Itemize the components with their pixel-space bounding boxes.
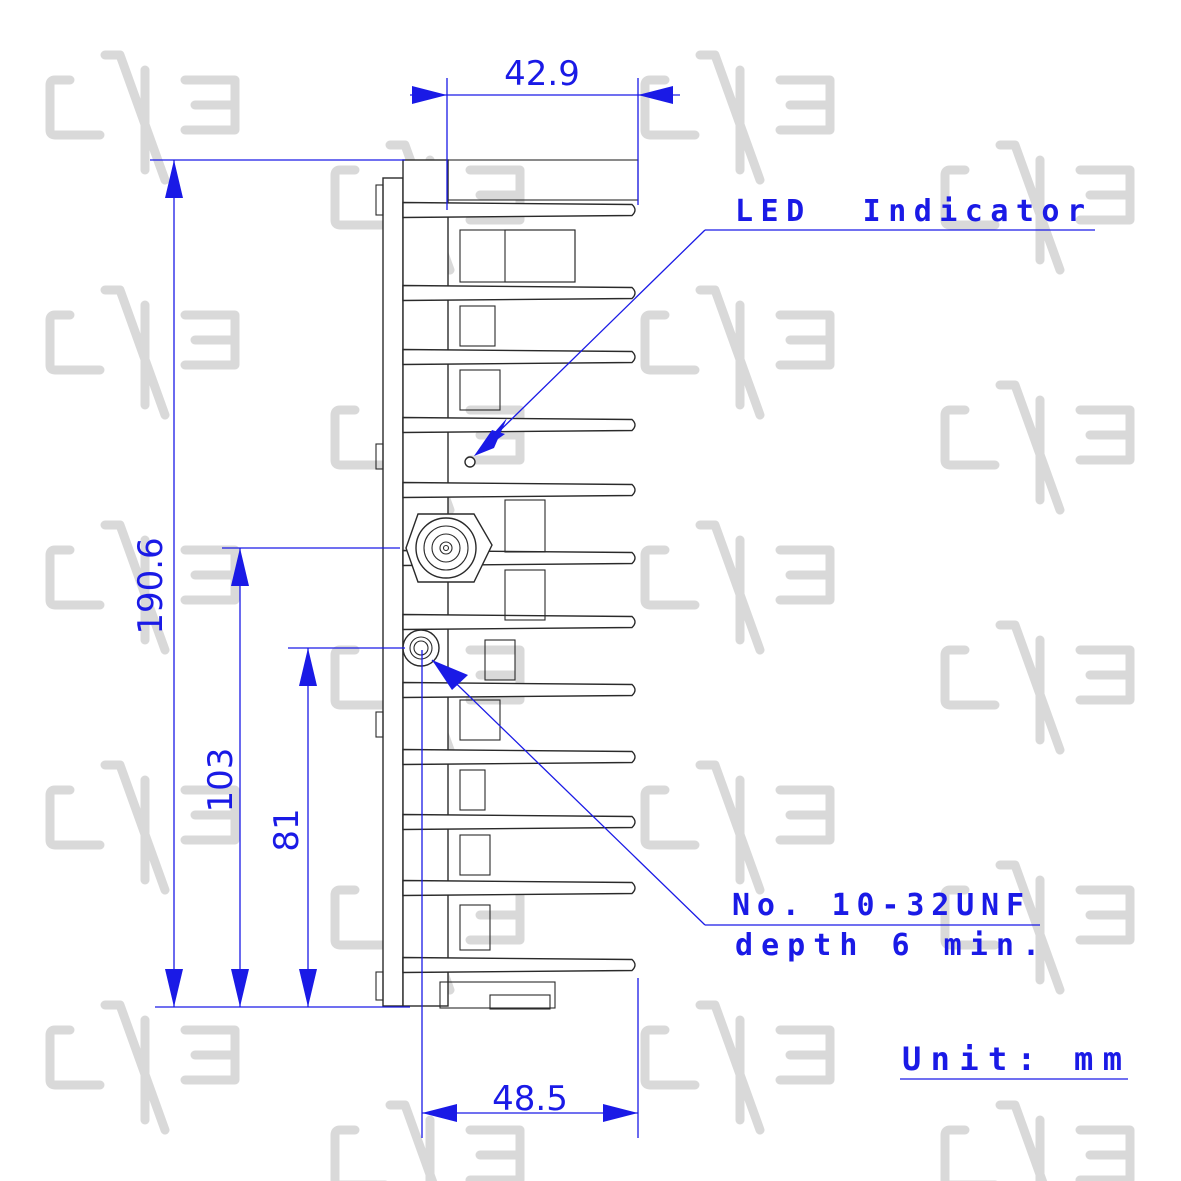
watermark-logo	[940, 1100, 1135, 1181]
fin	[402, 681, 636, 699]
watermark-logo	[640, 1000, 835, 1135]
watermark-logo	[640, 285, 835, 420]
dim-screw-height: 81	[267, 808, 307, 851]
dimension-lines	[150, 78, 1128, 1138]
led-indicator	[464, 456, 476, 468]
watermark-logo	[940, 140, 1135, 275]
watermark-logo	[45, 1000, 240, 1135]
watermark-logo	[45, 50, 240, 185]
watermark-logo	[45, 760, 240, 895]
fin	[402, 613, 636, 631]
watermark-logo	[45, 285, 240, 420]
fin	[402, 956, 636, 974]
fin	[402, 481, 636, 499]
dim-bottom-width: 48.5	[492, 1079, 568, 1119]
watermark-logo	[640, 520, 835, 655]
dim-top-width: 42.9	[504, 54, 580, 94]
watermark-logo	[940, 380, 1135, 515]
fin	[402, 748, 636, 766]
fin	[402, 201, 636, 219]
watermark-logo	[640, 760, 835, 895]
watermark-logo	[330, 1100, 525, 1181]
fin-channels	[459, 229, 576, 951]
connector	[405, 513, 493, 583]
fin	[402, 284, 636, 302]
dim-mount-height: 103	[201, 748, 241, 813]
dim-overall-height: 190.6	[131, 537, 171, 634]
watermark-logo	[940, 620, 1135, 755]
unit-label: Unit: mm	[902, 1040, 1122, 1078]
watermark-logo	[640, 50, 835, 185]
led-indicator-label: LED Indicator	[735, 194, 1085, 229]
thread-spec-label: No. 10-32UNF	[732, 888, 1024, 923]
fin	[402, 348, 636, 366]
fin	[402, 416, 636, 434]
screw-hole	[402, 629, 440, 667]
fin	[402, 879, 636, 897]
fin	[402, 813, 636, 831]
watermark-logo	[940, 860, 1135, 995]
